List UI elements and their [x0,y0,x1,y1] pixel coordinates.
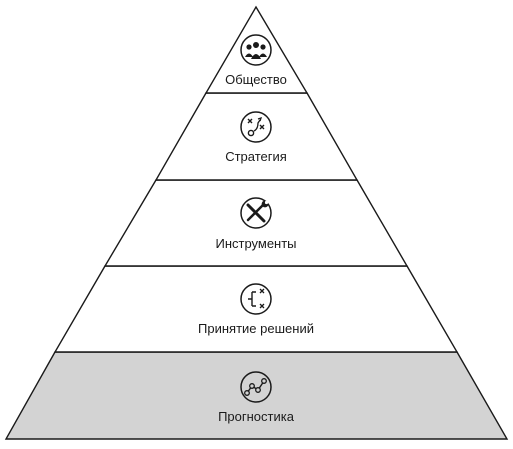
people-group-icon [240,34,272,66]
level-3-label: Инструменты [215,236,296,251]
level-4-label: Принятие решений [198,321,314,336]
strategy-play-icon [240,111,272,143]
level-5-label: Прогностика [218,409,295,424]
decision-flow-icon [240,283,272,315]
level-1-label: Общество [225,72,287,87]
level-5-band [4,351,509,440]
level-2-label: Стратегия [225,149,287,164]
wrench-screwdriver-icon [240,197,272,229]
trend-line-icon [240,371,272,403]
